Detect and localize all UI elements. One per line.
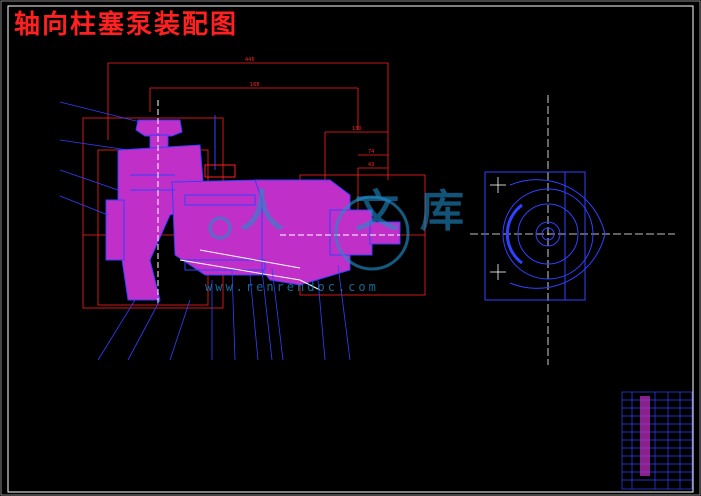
svg-text:168: 168 bbox=[250, 82, 260, 88]
internal-details bbox=[130, 100, 400, 305]
end-view bbox=[470, 95, 675, 365]
svg-text:74: 74 bbox=[368, 149, 374, 155]
title-block-table bbox=[621, 391, 693, 490]
watermark-char-2: 文 bbox=[355, 186, 399, 237]
main-section-view: 446 168 130 74 43 bbox=[59, 57, 426, 361]
watermark-char-1: 人 bbox=[240, 186, 284, 237]
watermark-url: www.renrendoc.com bbox=[205, 280, 379, 294]
watermark-char-3: 库 bbox=[420, 186, 464, 237]
svg-text:130: 130 bbox=[352, 126, 362, 132]
drawing-title: 轴向柱塞泵装配图 bbox=[14, 10, 239, 40]
svg-text:43: 43 bbox=[368, 162, 374, 168]
section-bodies bbox=[105, 119, 401, 301]
leader-lines bbox=[59, 101, 351, 361]
inner-frame bbox=[7, 5, 694, 493]
svg-text:446: 446 bbox=[245, 57, 255, 63]
watermark-logo bbox=[208, 195, 410, 271]
